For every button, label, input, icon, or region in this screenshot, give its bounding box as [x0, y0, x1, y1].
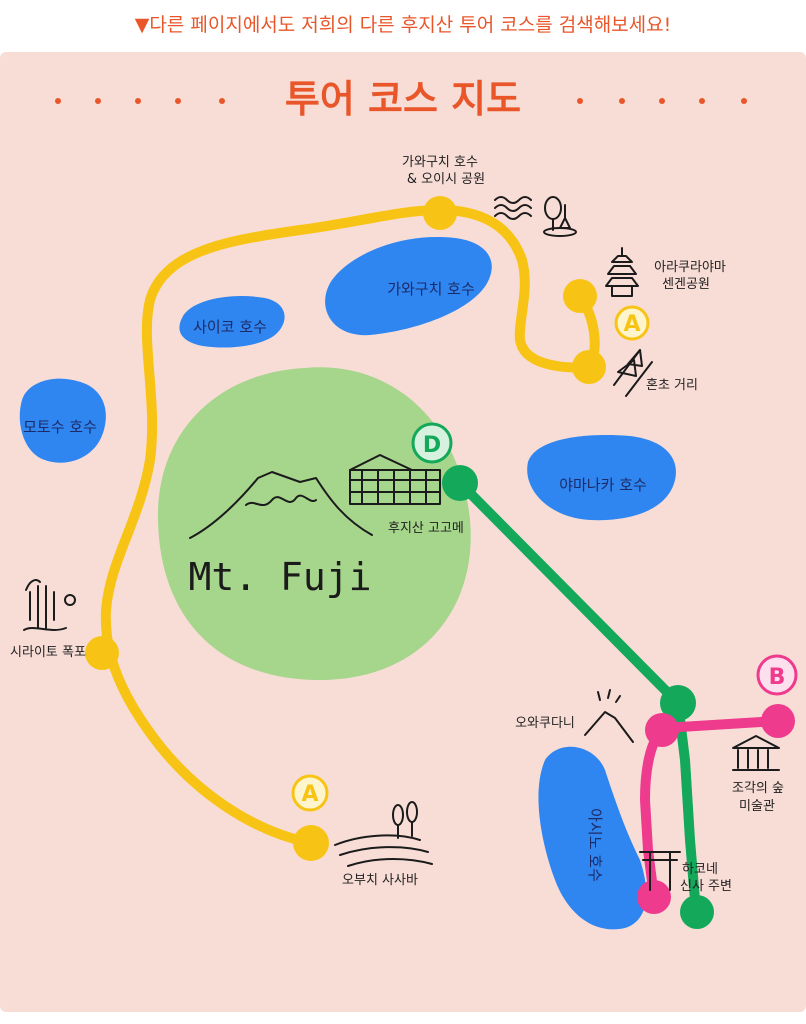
lake-motosu	[19, 378, 106, 463]
node-sculpture[interactable]	[761, 704, 795, 738]
place-label-owakudani: 오와쿠다니	[515, 716, 575, 731]
node-kawaguchi-oishi[interactable]	[423, 196, 457, 230]
place-label-line: 미술관	[739, 799, 775, 814]
place-label-line: 신사 주변	[680, 879, 732, 894]
lake-kawaguchi-label: 가와구치 호수	[387, 280, 475, 298]
waterfall-icon	[23, 579, 76, 631]
place-label-hakone-shrine: 하코네 신사 주변	[680, 862, 732, 894]
marker-b-text: B	[769, 665, 786, 690]
place-label-line: & 오이시 공원	[407, 172, 485, 187]
lodge-icon	[349, 454, 441, 505]
node-gogome[interactable]	[442, 465, 478, 501]
marker-a-bottom[interactable]: A	[291, 774, 329, 812]
mt-fuji-label: Mt. Fuji	[188, 555, 371, 599]
node-green-end[interactable]	[680, 895, 714, 929]
node-pink-junction[interactable]	[645, 713, 679, 747]
node-green-junction[interactable]	[660, 685, 696, 721]
node-pink-end[interactable]	[637, 880, 671, 914]
lake-yamanaka	[527, 435, 676, 521]
title-dots-left	[55, 98, 225, 104]
place-label-obuchi: 오부치 사사바	[342, 873, 418, 888]
place-label-line: 하코네	[682, 862, 718, 877]
notice-text[interactable]: ▼다른 페이지에서도 저희의 다른 후지산 투어 코스를 검색해보세요!	[135, 14, 671, 36]
route-nodes	[85, 196, 795, 929]
place-label-line: 조각의 숲	[732, 781, 784, 796]
place-label-line: 가와구치 호수	[402, 155, 478, 170]
place-label-shiraito: 시라이토 폭포	[10, 645, 86, 660]
marker-b[interactable]: B	[756, 654, 798, 696]
title-dots-right	[577, 98, 747, 104]
lake-park-icon	[494, 196, 577, 237]
pagoda-icon	[605, 247, 639, 297]
lake-motosu-label: 모토수 호수	[23, 418, 97, 436]
lake-yamanaka-label: 야마나카 호수	[559, 476, 647, 494]
marker-a-bottom-text: A	[301, 782, 318, 807]
lake-ashi	[538, 746, 647, 930]
route-yellow-path	[100, 205, 593, 848]
field-icon	[334, 801, 433, 867]
lake-saiko-label: 사이코 호수	[193, 318, 267, 336]
place-label-gogome: 후지산 고고메	[388, 521, 464, 536]
place-label-kawaguchi-oishi: 가와구치 호수 & 오이시 공원	[402, 155, 485, 187]
marker-d-text: D	[423, 433, 441, 458]
place-label-line: 센겐공원	[662, 277, 710, 292]
place-label-line: 아라쿠라야마	[654, 260, 726, 275]
node-shiraito[interactable]	[85, 636, 119, 670]
torii-icon	[639, 851, 681, 891]
place-label-sculpture: 조각의 숲 미술관	[732, 781, 784, 814]
place-label-arakurayama: 아라쿠라야마 센겐공원	[654, 260, 726, 292]
node-arakurayama[interactable]	[563, 279, 597, 313]
mt-fuji-area	[157, 367, 471, 680]
museum-icon	[732, 735, 780, 771]
volcano-icon	[584, 689, 634, 743]
marker-a-top[interactable]: A	[614, 305, 650, 341]
marker-d[interactable]: D	[411, 422, 453, 464]
node-honcho[interactable]	[572, 350, 606, 384]
lake-kawaguchi	[325, 237, 492, 336]
route-green-path	[455, 478, 701, 917]
mountain-icon	[189, 471, 373, 539]
lake-saiko	[179, 296, 285, 348]
page-title: 투어 코스 지도	[285, 77, 521, 121]
marker-a-top-text: A	[623, 312, 640, 337]
place-label-honcho: 혼초 거리	[646, 378, 698, 393]
street-icon	[613, 349, 653, 397]
lake-ashi-label: 아시노 호수	[586, 808, 604, 882]
node-obuchi[interactable]	[293, 825, 329, 861]
